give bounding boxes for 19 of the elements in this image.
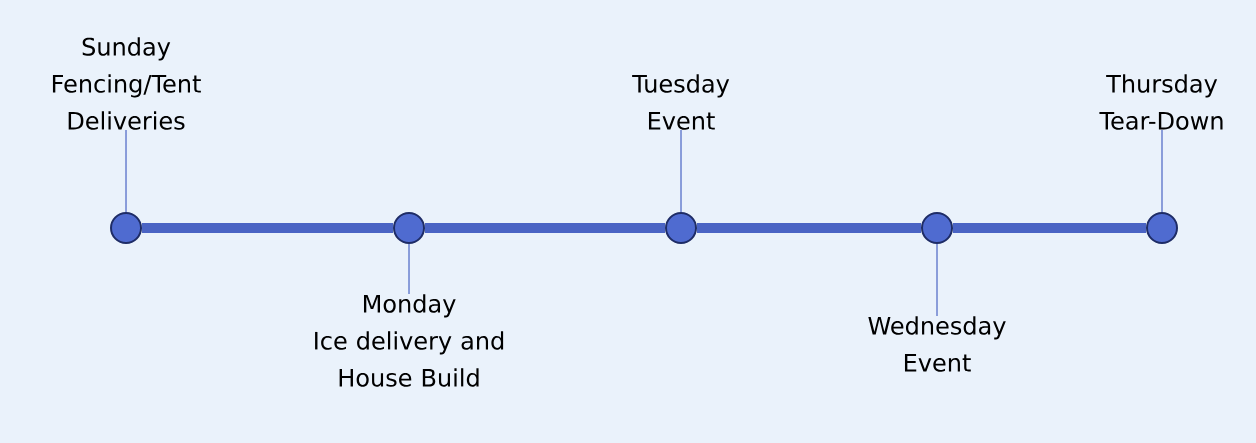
timeline-dot [921,212,953,244]
timeline-label: Thursday Tear-Down [1099,74,1223,130]
leader-line [680,129,682,213]
timeline-label: Monday Ice delivery and House Build [315,294,504,387]
timeline-label: Wednesday Event [868,316,1006,372]
leader-line [1161,129,1163,213]
timeline-dot [393,212,425,244]
timeline-dot [665,212,697,244]
timeline-bar [953,223,1146,233]
timeline-bar [425,223,665,233]
timeline-label: Tuesday Event [632,74,730,130]
leader-line [936,243,938,317]
leader-line [125,129,127,213]
timeline-bar [142,223,393,233]
leader-line [408,243,410,295]
timeline-dot [1146,212,1178,244]
timeline-dot [110,212,142,244]
timeline-bar [697,223,921,233]
timeline-label: Sunday Fencing/Tent Deliveries [52,37,201,130]
